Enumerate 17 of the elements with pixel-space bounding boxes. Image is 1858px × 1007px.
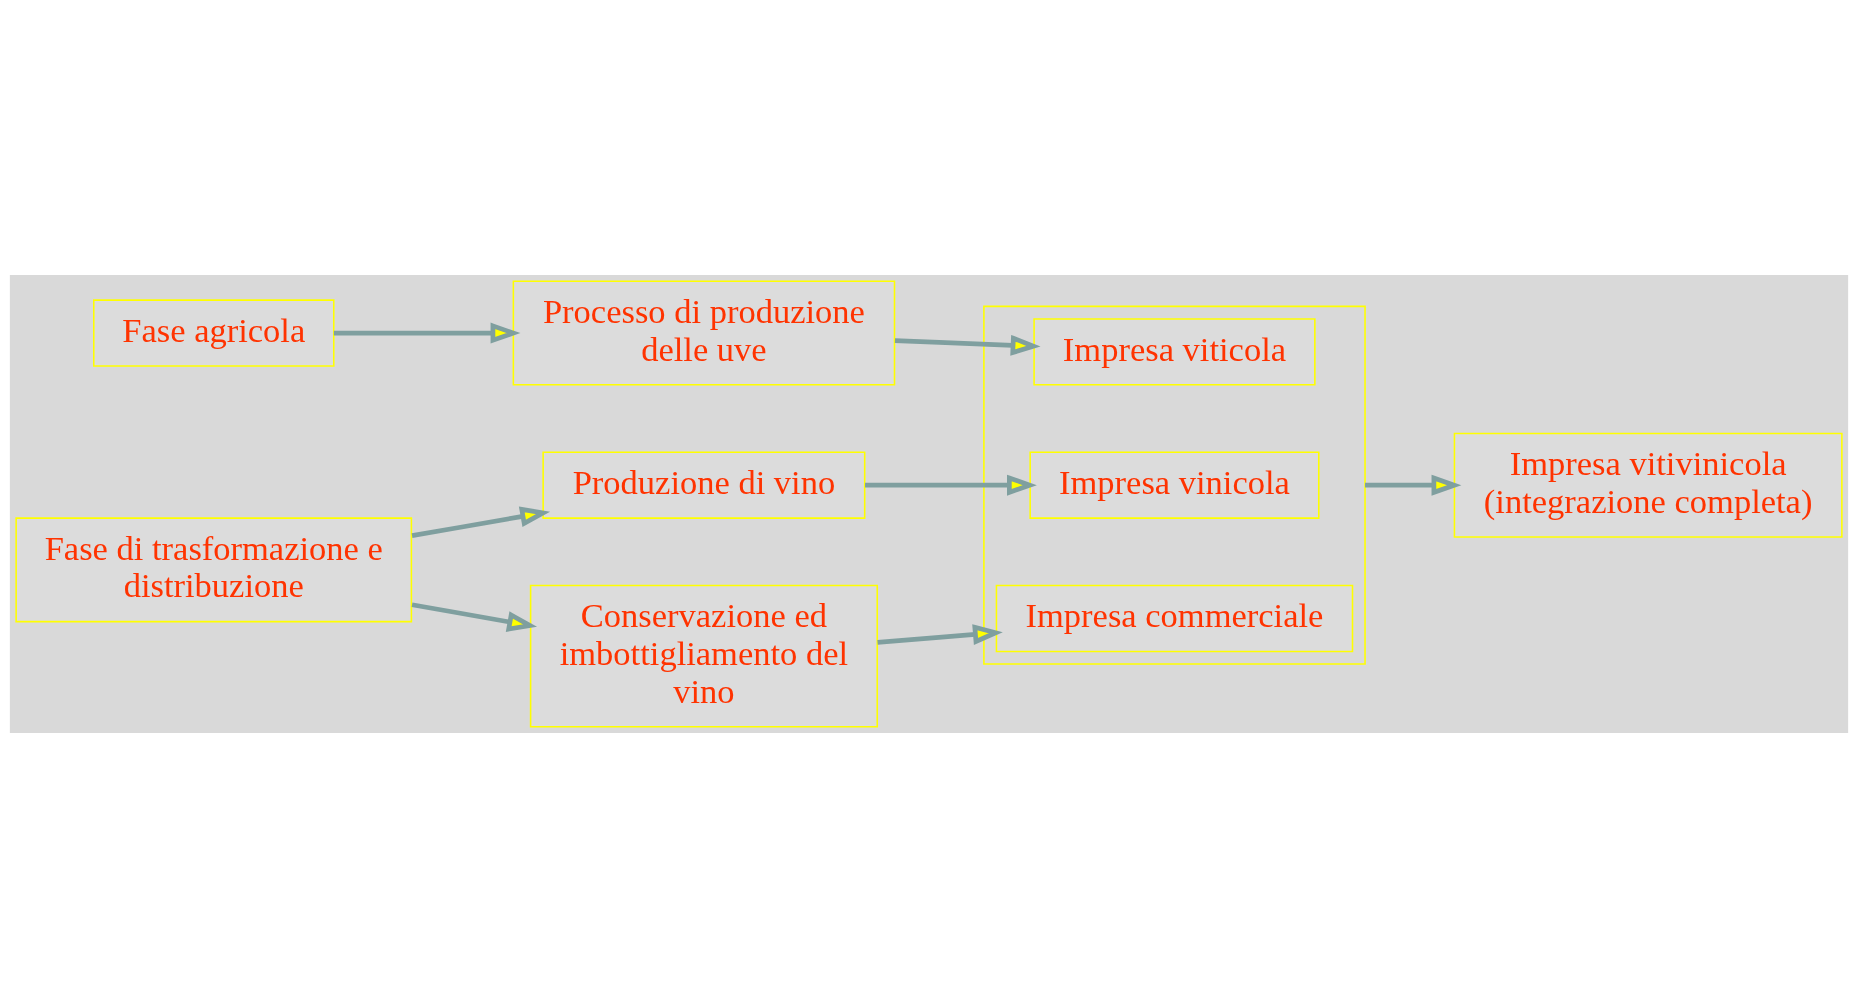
node-box: Fase di trasformazione e distribuzione	[15, 516, 413, 622]
node-box: Fase agricola	[93, 298, 335, 367]
cluster	[983, 305, 1366, 665]
node-box: Impresa vinicola	[1029, 450, 1320, 519]
node-box: Produzione di vino	[542, 450, 866, 519]
arrow	[333, 322, 521, 343]
arrow	[894, 334, 1041, 356]
node-box: Impresa vitivinicola (integrazione completa)	[1453, 432, 1843, 538]
arrow	[865, 474, 1037, 496]
node-box: Impresa commerciale	[995, 584, 1354, 652]
node-box: Processo di produzione delle uve	[512, 280, 896, 386]
arrow	[411, 601, 538, 632]
node-box: Conservazione ed imbottigliamento del vino	[529, 584, 879, 727]
arrow	[411, 506, 551, 538]
arrow	[877, 623, 1003, 645]
node-box: Impresa viticola	[1033, 317, 1316, 386]
arrow	[1365, 474, 1462, 496]
